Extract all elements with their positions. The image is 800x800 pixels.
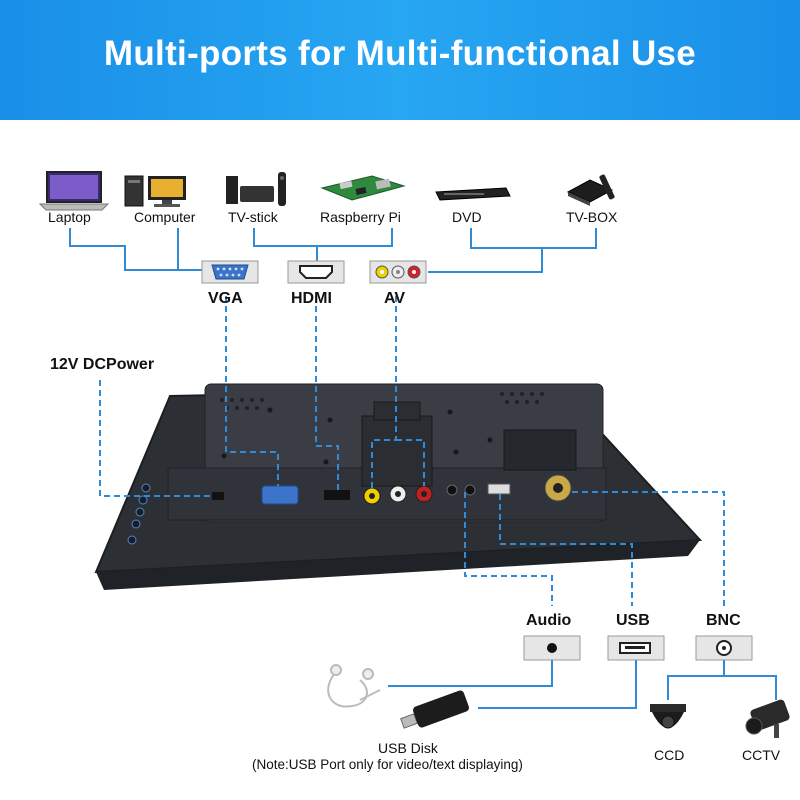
hdmi-port <box>324 490 350 500</box>
tv-box-icon <box>566 174 615 206</box>
vga-port-icon <box>201 260 259 284</box>
connector-audio-earphones <box>388 660 553 687</box>
connector-bnc-cctv <box>724 675 777 700</box>
connector-bnc-ccd <box>667 660 725 700</box>
bullet-camera-icon <box>745 699 790 738</box>
device-label-dvd: DVD <box>452 209 482 225</box>
usb-disk-note: (Note:USB Port only for video/text displ… <box>252 757 523 772</box>
audio-jack-icon <box>523 635 581 661</box>
port-label-audio: Audio <box>526 612 572 629</box>
port-label-hdmi: HDMI <box>291 290 332 307</box>
device-label-tv-stick: TV-stick <box>228 209 278 225</box>
vga-port <box>261 485 299 505</box>
dc-power-port <box>212 492 224 500</box>
usb-port <box>487 483 511 495</box>
dome-camera-icon <box>650 704 686 729</box>
device-label-laptop: Laptop <box>48 209 91 225</box>
usb-port-icon <box>607 635 665 661</box>
device-label-raspberry-pi: Raspberry Pi <box>320 209 401 225</box>
device-label-computer: Computer <box>134 209 196 225</box>
banner-title: Multi-ports for Multi-functional Use <box>103 34 697 73</box>
power-label: 12V DCPower <box>50 356 155 373</box>
port-label-usb: USB <box>616 612 650 629</box>
connector-tvstick-pi <box>253 228 393 247</box>
earphones-icon <box>327 664 381 708</box>
connector-to-av <box>428 248 543 273</box>
dashed-guides <box>99 296 725 606</box>
connector-laptop-computer <box>69 228 179 271</box>
device-label-tv-box: TV-BOX <box>566 209 618 225</box>
computer-icon <box>124 175 186 207</box>
monitor-back <box>94 383 703 590</box>
av-port-icon <box>369 260 427 284</box>
port-label-av: AV <box>384 290 406 307</box>
bnc-port-icon <box>695 635 753 661</box>
hdmi-port-icon <box>287 260 345 284</box>
port-label-bnc: BNC <box>706 612 741 629</box>
tv-stick-icon <box>226 172 286 206</box>
usb-disk-icon <box>400 690 470 729</box>
dvd-player-icon <box>435 187 511 201</box>
usb-disk-label: USB Disk <box>378 740 438 756</box>
header-banner: Multi-ports for Multi-functional Use <box>0 0 800 120</box>
port-label-vga: VGA <box>208 290 243 307</box>
raspberry-pi-icon <box>320 175 406 201</box>
cctv-label: CCTV <box>742 747 781 763</box>
ccd-label: CCD <box>654 747 685 763</box>
connector-usb-disk <box>478 660 637 709</box>
laptop-icon <box>38 171 110 211</box>
connector-dvd-tvbox <box>470 228 597 249</box>
